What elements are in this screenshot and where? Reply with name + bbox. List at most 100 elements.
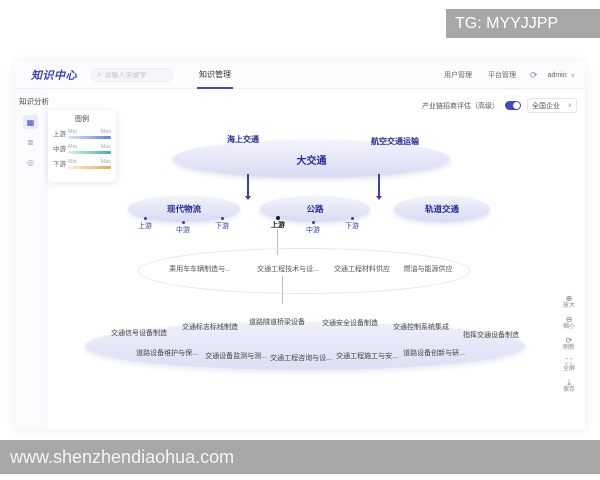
evaluation-toggle[interactable] (505, 101, 521, 110)
leaf-fuel-energy-supply[interactable]: 燃油与能源供应 (403, 266, 453, 273)
refresh-icon[interactable]: ⟳ (530, 69, 538, 80)
leaf-traffic-eng-materials[interactable]: 交通工程材料供应 (334, 266, 390, 273)
node-label: 轨道交通 (424, 204, 459, 214)
list-icon: ≣ (27, 137, 34, 147)
legend-max: Max (100, 159, 111, 165)
tool-label: 保存 (562, 387, 575, 393)
region-select-value: 全国企业 (532, 102, 560, 110)
arrow-head-right (376, 196, 382, 200)
search-input[interactable] (104, 71, 167, 79)
zoom-out-icon: ⊖ (565, 315, 573, 324)
legend-label: 下游 (53, 161, 66, 168)
toggle-knob (513, 102, 520, 109)
legend-gradient-midstream (68, 151, 111, 154)
arrow-head-left (245, 196, 251, 200)
watermark-bottom: www.shenzhendiaohua.com (0, 440, 600, 474)
stream-highway-midstream[interactable]: 中游 (306, 227, 320, 234)
sidebar-title: 知识分析 (19, 97, 49, 106)
node-root-label: 大交通 (296, 155, 327, 167)
leaf-passenger-vehicle-mfg[interactable]: 乘用车车辆制造与... (169, 266, 231, 273)
tool-label: 全屏 (562, 366, 575, 372)
tool-label: 放大 (562, 303, 575, 309)
legend-row-downstream: 下游 Min Max (53, 158, 111, 169)
sidebar: 知识分析 ▦ ≣ ◎ (15, 89, 49, 430)
stream-logistics-downstream[interactable]: 下游 (215, 223, 229, 230)
stream-highway-downstream[interactable]: 下游 (345, 223, 359, 230)
region-select[interactable]: 全国企业 ∨ (527, 98, 577, 113)
leaf-signal-equipment-mfg[interactable]: 交通信号设备制造 (111, 330, 167, 337)
arrow-line-right (378, 174, 380, 196)
canvas-controls: 产业链招商评估（高级） 全国企业 ∨ (422, 98, 577, 113)
sidebar-item-list[interactable]: ≣ (23, 135, 38, 149)
leaf-safety-equipment-mfg[interactable]: 交通安全设备制造 (322, 320, 378, 327)
legend-max: Max (100, 129, 111, 135)
arrow-line-left (247, 174, 249, 196)
stream-logistics-upstream[interactable]: 上游 (138, 223, 152, 230)
canvas-toolbar: ⊕ 放大 ⊖ 缩小 ⟳ 刷新 ⛶ 全屏 ⤓ 保存 (558, 294, 580, 394)
legend-min: Min (68, 144, 77, 150)
user-menu[interactable]: admin ∨ (548, 72, 575, 79)
sidebar-item-graph[interactable]: ▦ (23, 115, 38, 129)
stream-dot (312, 221, 315, 224)
legend-max: Max (100, 144, 111, 150)
node-air-transport[interactable]: 航空交通运输 (371, 137, 419, 146)
search-icon: ⌕ (97, 70, 102, 79)
clock-icon: ◎ (27, 157, 34, 167)
app-logo: 知识中心 (31, 70, 77, 82)
leaf-road-tunnel-bridge-equipment[interactable]: 道路隧道桥梁设备 (249, 319, 305, 326)
save-button[interactable]: ⤓ 保存 (558, 378, 580, 394)
leaf-equipment-innovation[interactable]: 道路设备创新与研... (403, 350, 465, 357)
node-maritime-transport[interactable]: 海上交通 (227, 135, 259, 144)
username: admin (547, 71, 567, 79)
leaf-control-system-integration[interactable]: 交通控制系统集成 (393, 324, 449, 331)
leaf-traffic-eng-tech[interactable]: 交通工程技术与设... (257, 266, 319, 273)
level3-group-ellipse (138, 248, 470, 294)
node-root[interactable]: 大交通 (173, 140, 450, 178)
leaf-command-equipment-mfg[interactable]: 指挥交通设备制造 (463, 332, 519, 339)
zoom-in-button[interactable]: ⊕ 放大 (558, 294, 580, 310)
app-window: 知识中心 ⌕ 知识管理 用户管理 平台管理 ⟳ admin ∨ 知识分析 ▦ (15, 62, 585, 430)
leaf-sign-marking-mfg[interactable]: 交通标志标线制造 (182, 324, 238, 331)
evaluation-label: 产业链招商评估（高级） (422, 102, 499, 110)
nav-link-platform-management[interactable]: 平台管理 (488, 72, 517, 79)
fullscreen-icon: ⛶ (566, 357, 572, 366)
search-box[interactable]: ⌕ (91, 68, 173, 82)
legend-gradient-downstream (68, 166, 111, 169)
node-label: 现代物流 (166, 204, 201, 214)
save-icon: ⤓ (567, 378, 571, 387)
sidebar-icon-rail: ▦ ≣ ◎ (15, 115, 46, 169)
fullscreen-button[interactable]: ⛶ 全屏 (558, 357, 580, 373)
stream-dot-selected (276, 216, 280, 220)
chevron-down-icon: ∨ (570, 72, 575, 79)
top-navbar: 知识中心 ⌕ 知识管理 用户管理 平台管理 ⟳ admin ∨ (15, 62, 585, 89)
tool-label: 缩小 (562, 324, 575, 330)
leaf-engineering-consulting[interactable]: 交通工程咨询与设... (270, 355, 332, 362)
stream-logistics-midstream[interactable]: 中游 (176, 227, 190, 234)
legend-min: Min (68, 159, 77, 165)
stream-dot (144, 217, 147, 220)
stream-dot (182, 221, 185, 224)
legend-title: 图例 (75, 116, 89, 123)
legend-min: Min (68, 129, 77, 135)
leaf-equipment-monitoring[interactable]: 交通设备监测与测... (205, 353, 267, 360)
grid-icon: ▦ (26, 117, 35, 127)
nav-link-user-management[interactable]: 用户管理 (444, 72, 473, 79)
leaf-road-equipment-maintenance[interactable]: 道路设备维护与保... (136, 350, 198, 357)
sidebar-item-history[interactable]: ◎ (23, 155, 38, 169)
refresh-icon: ⟳ (565, 336, 573, 345)
stream-dot (351, 217, 354, 220)
node-rail-transit[interactable]: 轨道交通 (394, 196, 490, 222)
stream-highway-upstream[interactable]: 上游 (271, 222, 285, 229)
refresh-button[interactable]: ⟳ 刷新 (558, 336, 580, 352)
level4-group-ellipse (85, 322, 525, 370)
zoom-out-button[interactable]: ⊖ 缩小 (558, 315, 580, 331)
legend-gradient-upstream (68, 136, 111, 139)
tab-knowledge-management[interactable]: 知识管理 (197, 62, 233, 89)
connector-line-upstream (277, 229, 278, 255)
tool-label: 刷新 (562, 345, 575, 351)
leaf-construction-installation[interactable]: 交通工程施工与安... (336, 353, 398, 360)
